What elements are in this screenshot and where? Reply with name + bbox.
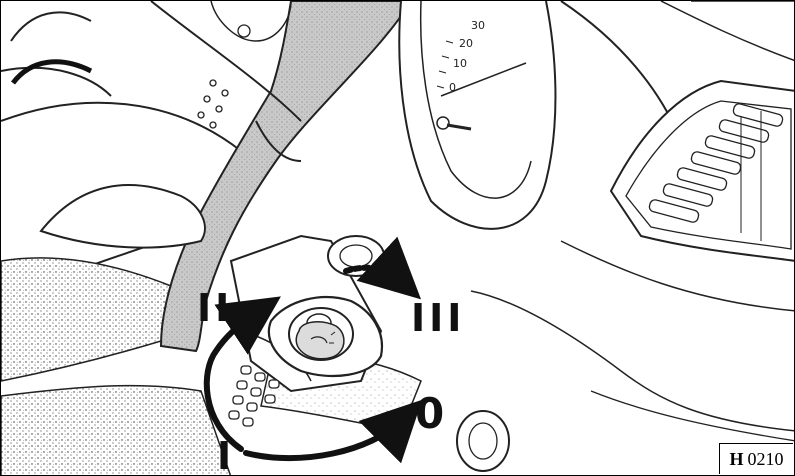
arrow-I-to-II bbox=[203, 296, 281, 452]
ignition-key bbox=[295, 321, 345, 360]
speedometer-numbers: 30 20 10 0 bbox=[449, 19, 485, 94]
rotation-arrows bbox=[203, 236, 423, 464]
position-label-II: II bbox=[197, 286, 234, 330]
svg-text:0: 0 bbox=[449, 81, 456, 94]
air-vent bbox=[609, 79, 794, 262]
speedometer-needle bbox=[440, 62, 527, 97]
floor-left bbox=[1, 257, 172, 382]
figure-code-prefix: H bbox=[729, 448, 744, 469]
wheel-spoke bbox=[39, 184, 206, 249]
ignition-lock bbox=[267, 296, 384, 378]
steering-wheel-rim bbox=[159, 1, 413, 353]
svg-text:20: 20 bbox=[459, 37, 473, 50]
speaker-grille bbox=[197, 79, 229, 129]
svg-text:10: 10 bbox=[453, 57, 467, 70]
speedometer-ticks bbox=[436, 40, 454, 89]
position-label-III: III bbox=[411, 296, 466, 340]
arrow-II-to-III bbox=[343, 236, 422, 300]
arrow-I-to-0 bbox=[243, 399, 423, 464]
figure-code: H 0210 bbox=[719, 443, 793, 474]
figure-code-number: 0210 bbox=[747, 448, 784, 469]
instrument-cluster bbox=[398, 1, 557, 230]
position-label-I: I bbox=[217, 434, 233, 476]
door-trim bbox=[1, 66, 112, 97]
column-switch-dots bbox=[228, 365, 280, 427]
position-label-0: 0 bbox=[415, 389, 446, 438]
svg-text:30: 30 bbox=[471, 19, 485, 32]
